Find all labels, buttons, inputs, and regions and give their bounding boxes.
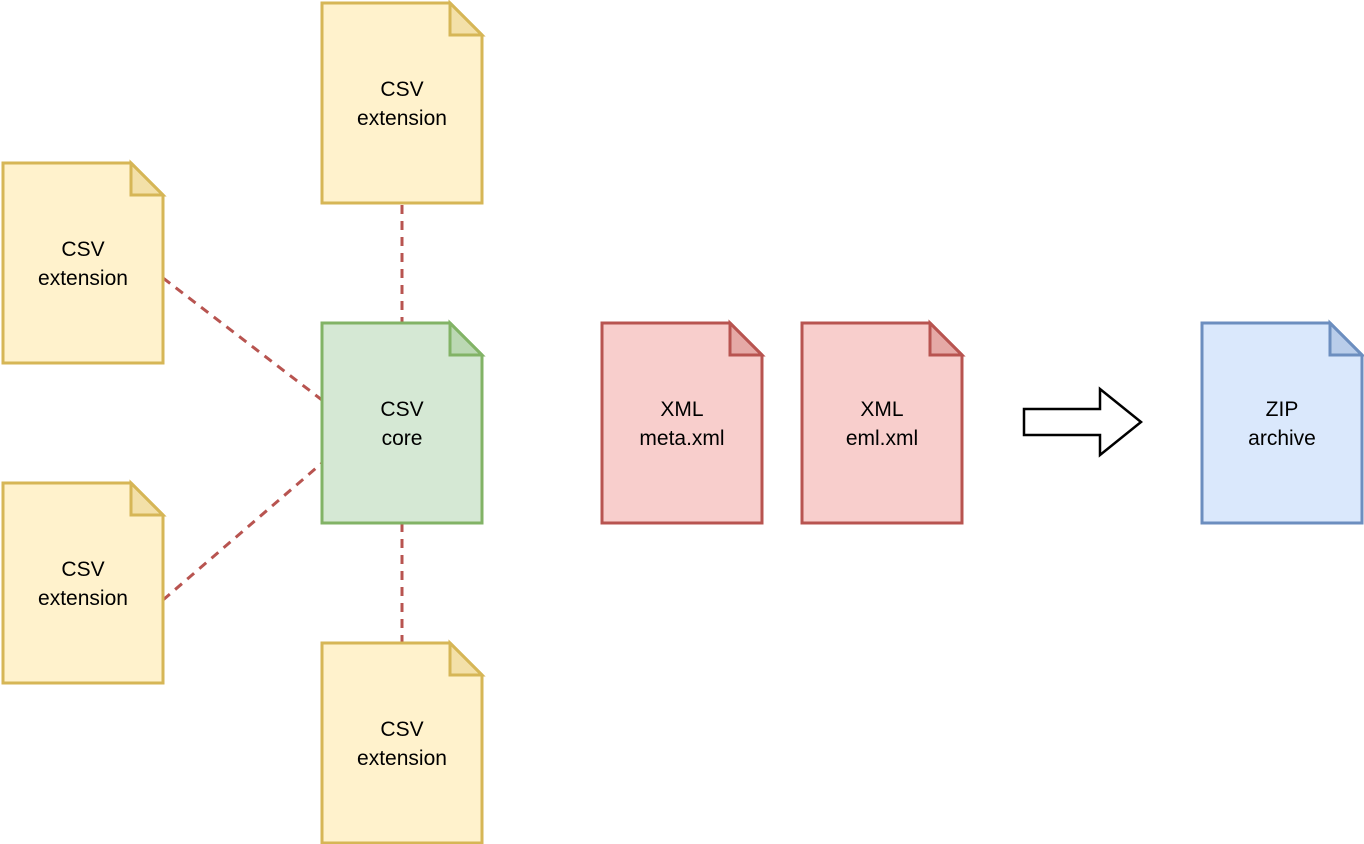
doc-label-line2: extension	[357, 747, 447, 770]
doc-label-line1: CSV	[61, 558, 104, 581]
connectors	[162, 205, 404, 642]
doc-label-line2: extension	[357, 107, 447, 130]
document-icon	[1200, 321, 1364, 525]
document-icon	[320, 1, 484, 205]
doc-label-line1: ZIP	[1266, 398, 1299, 421]
csv-extension-top[interactable]: CSV extension	[320, 0, 486, 205]
doc-label-line1: CSV	[380, 718, 423, 741]
doc-label-line1: XML	[860, 398, 903, 421]
zip-archive[interactable]: ZIP archive	[1200, 319, 1364, 525]
doc-label-line1: XML	[660, 398, 703, 421]
connector-left-lower-to-core	[162, 461, 323, 602]
folded-corner	[448, 319, 486, 357]
folded-corner	[448, 0, 486, 37]
doc-label-line2: archive	[1248, 427, 1316, 450]
folded-corner	[129, 159, 167, 197]
csv-core[interactable]: CSV core	[320, 319, 486, 525]
folded-corner	[448, 639, 486, 677]
document-icon	[800, 321, 964, 525]
folded-corner	[728, 319, 766, 357]
folded-corner	[1328, 319, 1364, 357]
document-icon	[600, 321, 764, 525]
block-arrow-right-icon	[1022, 386, 1143, 458]
doc-label-line1: CSV	[380, 398, 423, 421]
folded-corner	[928, 319, 966, 357]
doc-label-line1: CSV	[61, 238, 104, 261]
xml-meta[interactable]: XML meta.xml	[600, 319, 766, 525]
csv-extension-left-upper[interactable]: CSV extension	[1, 159, 167, 365]
doc-label-line1: CSV	[380, 78, 423, 101]
csv-extension-left-lower[interactable]: CSV extension	[1, 479, 167, 685]
doc-label-line2: core	[382, 427, 423, 450]
doc-label-line2: extension	[38, 587, 128, 610]
document-icon	[320, 641, 484, 844]
document-icon	[1, 481, 165, 685]
csv-extension-bottom[interactable]: CSV extension	[320, 639, 486, 844]
document-icon	[320, 321, 484, 525]
xml-eml[interactable]: XML eml.xml	[800, 319, 966, 525]
doc-label-line2: extension	[38, 267, 128, 290]
folded-corner	[129, 479, 167, 517]
document-icon	[1, 161, 165, 365]
doc-label-line2: meta.xml	[639, 427, 724, 450]
connector-left-upper-to-core	[162, 276, 323, 402]
doc-label-line2: eml.xml	[846, 427, 918, 450]
